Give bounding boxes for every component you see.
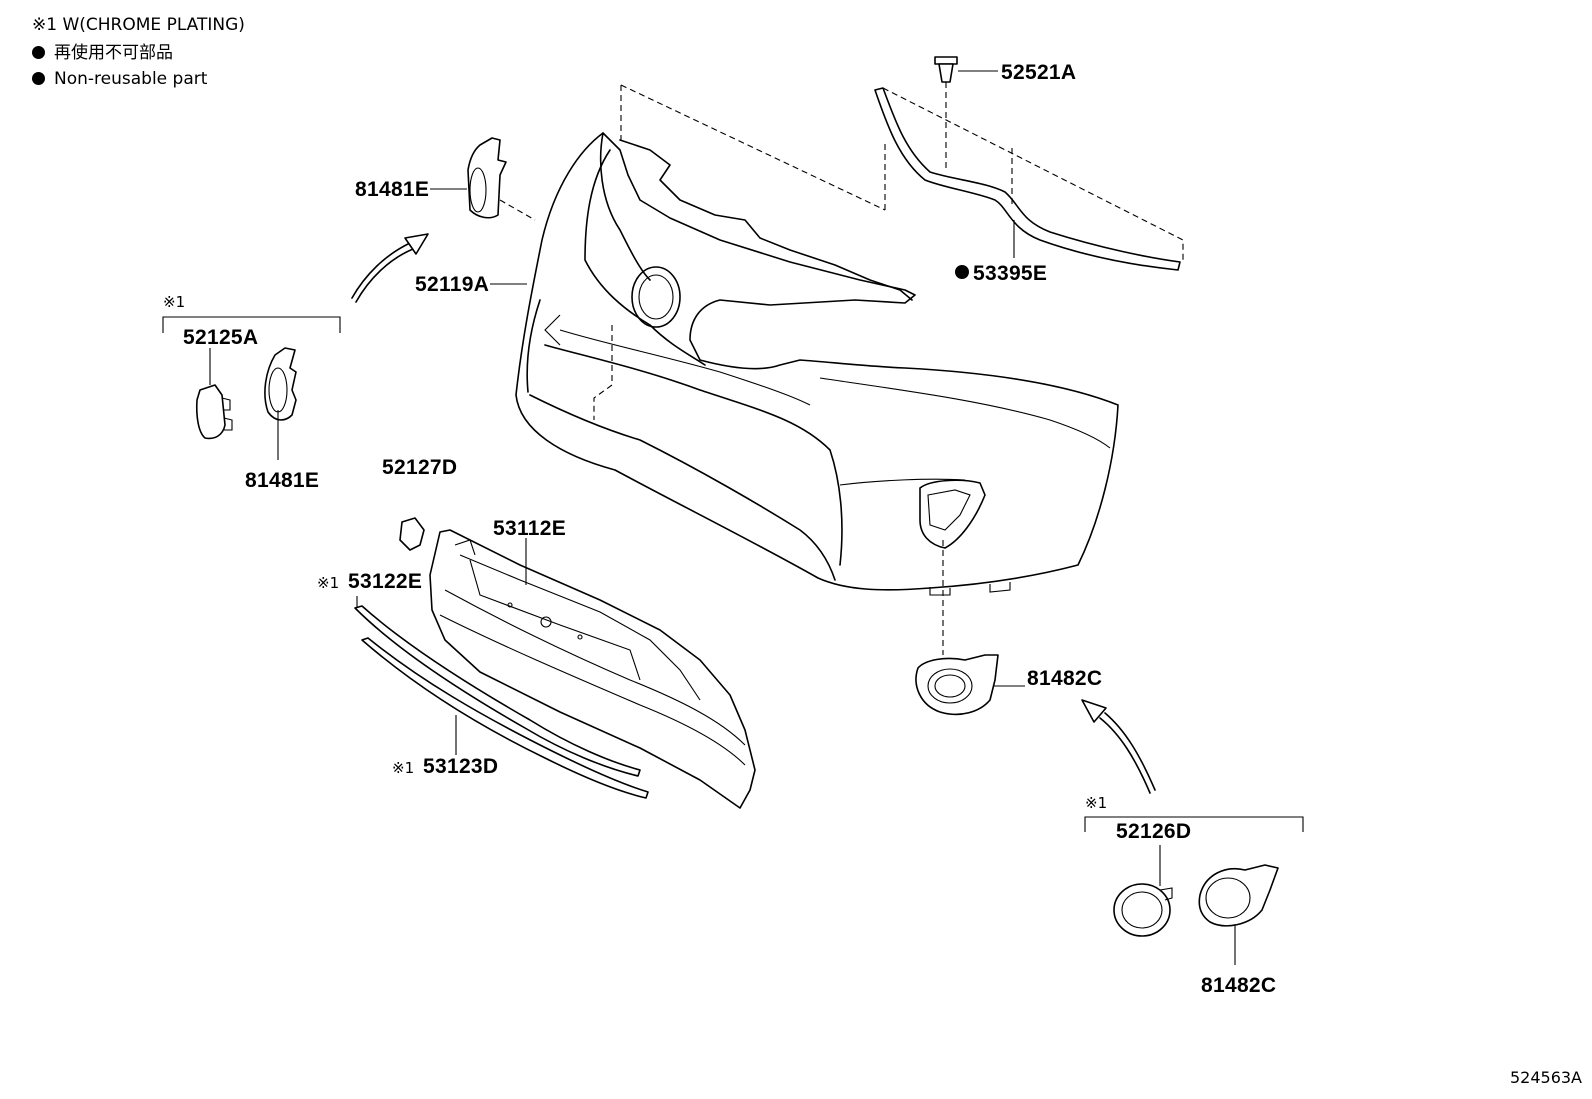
label-52119A: 52119A	[415, 273, 489, 296]
lower-grille-drawing	[429, 529, 756, 809]
label-52125A: 52125A	[183, 326, 258, 349]
label-81482C-mid: 81482C	[1027, 667, 1102, 690]
label-53122E: 53122E	[348, 570, 422, 593]
legend-non-reusable-jp: 再使用不可部品	[32, 43, 173, 63]
label-53112E: 53112E	[493, 517, 566, 540]
leader-lines	[209, 70, 1236, 965]
fog-cover-mid-drawing	[915, 654, 999, 716]
label-81481E-top: 81481E	[355, 178, 429, 201]
note-mark-53122E: ※1	[317, 574, 339, 592]
non-reusable-dot-icon	[32, 46, 45, 59]
label-53395E: 53395E	[973, 262, 1047, 285]
illustration-number: 524563A	[1509, 1068, 1582, 1087]
chrome-moldings-drawing	[354, 605, 649, 799]
label-52126D: 52126D	[1116, 820, 1191, 843]
label-52127D: 52127D	[382, 456, 457, 479]
label-52521A: 52521A	[1001, 61, 1076, 84]
label-81482C-bottom: 81482C	[1201, 974, 1276, 997]
note-mark-53123D: ※1	[392, 759, 414, 777]
curved-arrow-icon	[351, 233, 429, 303]
non-reusable-dot-icon	[32, 72, 45, 85]
upper-molding-drawing	[874, 87, 1181, 271]
bumper-cover-drawing	[515, 132, 1119, 596]
note-mark-right: ※1	[1085, 794, 1107, 812]
group-brackets	[162, 316, 1304, 832]
note-mark-left: ※1	[163, 293, 185, 311]
side-cover-top-drawing	[467, 137, 507, 219]
chrome-side-set-drawing	[195, 347, 297, 440]
label-53123D: 53123D	[423, 755, 498, 778]
assembly-guide-lines	[499, 82, 1184, 655]
legend-non-reusable-en: Non-reusable part	[32, 69, 207, 89]
label-81481E-left: 81481E	[245, 469, 319, 492]
non-reusable-dot-icon	[955, 265, 969, 279]
curved-arrow-icon	[1081, 699, 1156, 794]
clip-drawing	[934, 56, 958, 83]
cap-drawing	[399, 517, 425, 551]
chrome-fog-set-drawing	[1113, 864, 1279, 937]
legend-chrome-note: ※1 W(CHROME PLATING)	[32, 15, 245, 35]
